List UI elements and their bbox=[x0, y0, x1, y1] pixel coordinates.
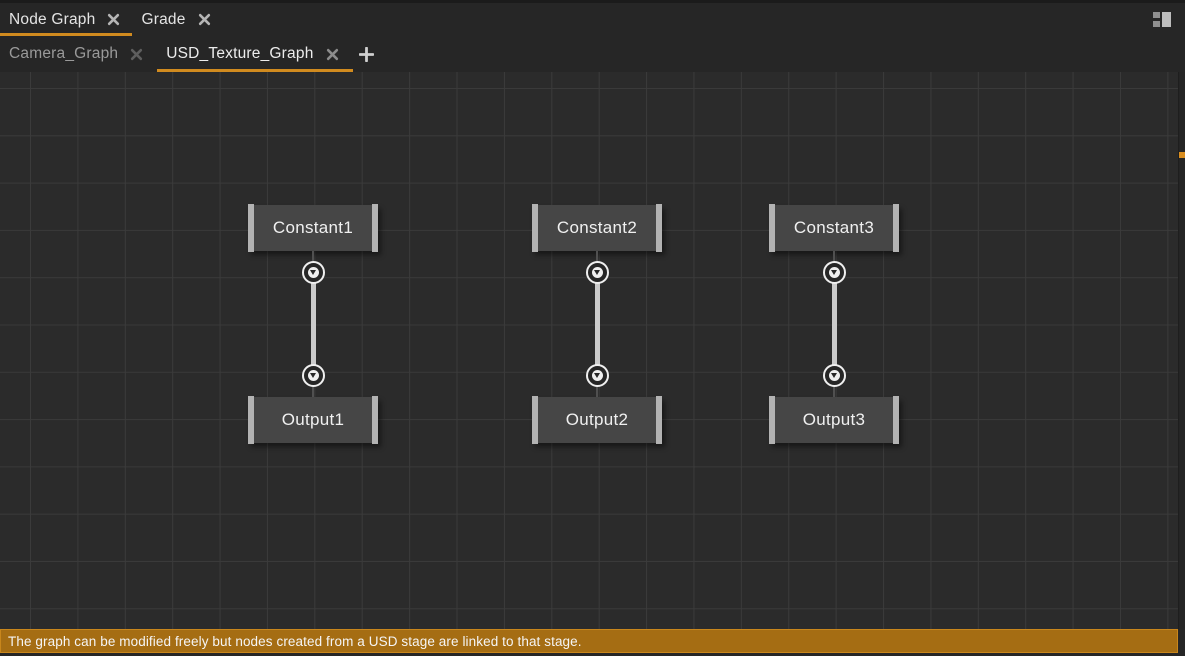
down-triangle-icon bbox=[310, 373, 316, 378]
graph-tabbar: Camera_Graph USD_Texture_Graph bbox=[0, 36, 1185, 72]
down-triangle-icon bbox=[594, 270, 600, 275]
canvas-right-gutter bbox=[1178, 72, 1185, 629]
graph-node[interactable]: Constant1 bbox=[248, 204, 378, 252]
status-message: The graph can be modified freely but nod… bbox=[8, 633, 582, 649]
node-flag-right bbox=[893, 396, 899, 444]
graph-node[interactable]: Output3 bbox=[769, 396, 899, 444]
node-flag-right bbox=[372, 396, 378, 444]
port-arrow-icon bbox=[828, 266, 840, 278]
node-flag-right bbox=[656, 396, 662, 444]
node-flag-left bbox=[248, 204, 254, 252]
node-label: Output2 bbox=[565, 410, 629, 429]
node-flag-right bbox=[656, 204, 662, 252]
down-triangle-icon bbox=[310, 270, 316, 275]
node-label: Constant3 bbox=[793, 218, 875, 237]
node-flag-right bbox=[893, 204, 899, 252]
down-triangle-icon bbox=[594, 373, 600, 378]
pane-tab-label: Grade bbox=[141, 10, 186, 28]
node-flag-left bbox=[532, 204, 538, 252]
input-port[interactable] bbox=[822, 363, 846, 387]
pane-tab-grade[interactable]: Grade bbox=[132, 3, 222, 36]
graph-tab-camera-graph[interactable]: Camera_Graph bbox=[0, 36, 157, 72]
graph-tab-usd-texture-graph[interactable]: USD_Texture_Graph bbox=[157, 36, 353, 72]
graph-node[interactable]: Output1 bbox=[248, 396, 378, 444]
node-label: Output1 bbox=[281, 410, 345, 429]
graph-node[interactable]: Constant3 bbox=[769, 204, 899, 252]
port-arrow-icon bbox=[307, 369, 319, 381]
node-label: Constant1 bbox=[272, 218, 354, 237]
pane-tab-node-graph[interactable]: Node Graph bbox=[0, 3, 133, 36]
graph-node[interactable]: Output2 bbox=[532, 396, 662, 444]
graph-tab-label: USD_Texture_Graph bbox=[166, 45, 314, 62]
close-icon[interactable] bbox=[198, 13, 211, 26]
window-bottom-edge bbox=[0, 653, 1185, 656]
port-arrow-icon bbox=[828, 369, 840, 381]
usd-warning-banner: The graph can be modified freely but nod… bbox=[0, 629, 1178, 653]
close-icon[interactable] bbox=[326, 48, 339, 61]
node-label: Constant2 bbox=[556, 218, 638, 237]
down-triangle-icon bbox=[831, 373, 837, 378]
node-flag-left bbox=[532, 396, 538, 444]
window-top-edge bbox=[0, 0, 1185, 3]
node-label: Output3 bbox=[802, 410, 866, 429]
graph-tab-label: Camera_Graph bbox=[9, 45, 119, 62]
node-flag-left bbox=[769, 204, 775, 252]
close-icon[interactable] bbox=[107, 13, 120, 26]
add-tab-icon[interactable] bbox=[353, 36, 380, 72]
connection-wire[interactable] bbox=[594, 272, 600, 375]
input-port[interactable] bbox=[301, 363, 325, 387]
close-icon[interactable] bbox=[130, 48, 143, 61]
node-flag-left bbox=[248, 396, 254, 444]
node-flag-left bbox=[769, 396, 775, 444]
node-flag-right bbox=[372, 204, 378, 252]
pane-tabbar: Node Graph Grade bbox=[0, 3, 1185, 36]
output-port[interactable] bbox=[822, 260, 846, 284]
port-arrow-icon bbox=[591, 266, 603, 278]
connection-wire[interactable] bbox=[831, 272, 837, 375]
pane-layout-icon[interactable] bbox=[1153, 12, 1171, 27]
gutter-orange-marker bbox=[1179, 152, 1185, 158]
input-port[interactable] bbox=[585, 363, 609, 387]
port-arrow-icon bbox=[307, 266, 319, 278]
down-triangle-icon bbox=[831, 270, 837, 275]
pane-tab-label: Node Graph bbox=[9, 10, 96, 28]
graph-node[interactable]: Constant2 bbox=[532, 204, 662, 252]
port-arrow-icon bbox=[591, 369, 603, 381]
connection-wire[interactable] bbox=[310, 272, 316, 375]
output-port[interactable] bbox=[585, 260, 609, 284]
output-port[interactable] bbox=[301, 260, 325, 284]
